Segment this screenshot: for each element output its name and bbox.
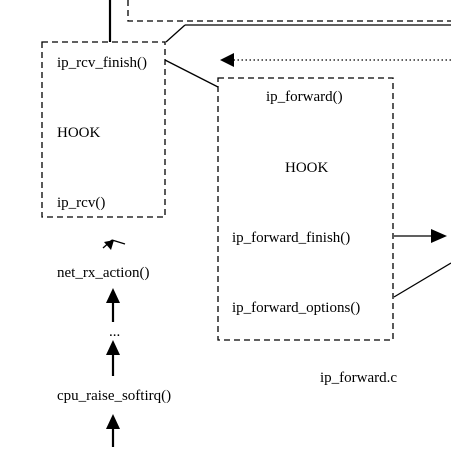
left-arrow-head-icon (220, 53, 234, 67)
options-out-line (393, 262, 451, 298)
outer-container-border (127, 0, 451, 22)
net-rx-action-label: net_rx_action() (57, 265, 149, 281)
up-arrow-icon (106, 288, 120, 303)
left-hook-label: HOOK (57, 125, 100, 141)
up-arrow-icon (106, 340, 120, 355)
right-hook-label: HOOK (285, 160, 328, 176)
ip-rcv-label: ip_rcv() (57, 195, 105, 211)
ip-rcv-box (41, 41, 166, 218)
ip-forward-finish-label: ip_forward_finish() (232, 230, 350, 246)
up-arrow-icon (106, 414, 120, 429)
return-curve-tail (111, 239, 126, 245)
ip-forward-label: ip_forward() (266, 89, 343, 105)
right-arrow-head-icon (431, 229, 447, 243)
ellipsis-label: ... (109, 324, 120, 340)
ip-forward-options-label: ip_forward_options() (232, 300, 360, 316)
file-name-label: ip_forward.c (320, 370, 397, 386)
ip-forward-box (217, 77, 394, 341)
return-arrow-icon (104, 240, 114, 250)
ip-rcv-finish-label: ip_rcv_finish() (57, 55, 147, 71)
top-diagonal-line (165, 24, 186, 43)
rcv-to-forward-connector (164, 59, 219, 88)
cpu-raise-softirq-label: cpu_raise_softirq() (57, 388, 171, 404)
